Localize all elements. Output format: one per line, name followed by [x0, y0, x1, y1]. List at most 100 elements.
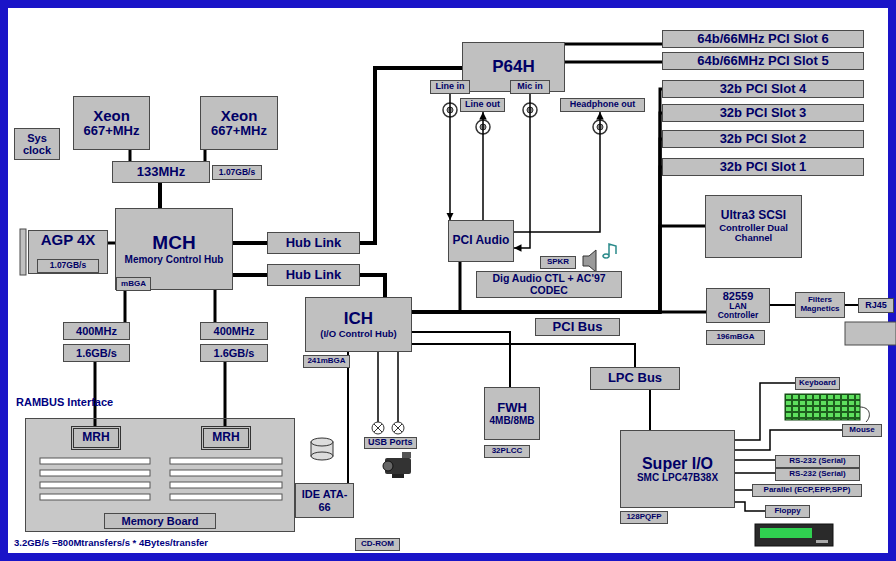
component-box: PCI Bus [535, 318, 620, 336]
component-box: Line out [460, 98, 505, 112]
bus-line [347, 352, 349, 483]
component-box: Memory BoardMRHMRH [25, 418, 295, 532]
bus-line [360, 68, 462, 243]
component-box: Xeon667+MHz [200, 96, 278, 150]
box-text: (I/O Control Hub) [320, 329, 397, 339]
box-text: Filters Magnetics [798, 296, 842, 314]
component-box: Parallel (ECP,EPP,SPP) [752, 484, 862, 497]
component-box: LPC Bus [590, 367, 680, 390]
component-box: Hub Link [267, 264, 360, 286]
bus-line [214, 290, 217, 322]
box-text: 400MHz [214, 325, 255, 337]
component-box: Dig Audio CTL + AC'97 CODEC [476, 271, 622, 298]
bus-line [360, 275, 385, 297]
component-box: Sys clock [14, 128, 60, 160]
bus-line [204, 150, 207, 161]
component-box: MCHMemory Control HubmBGA [115, 208, 233, 290]
bus-line [233, 273, 267, 277]
bus-line [735, 383, 795, 440]
bus-line [233, 241, 267, 245]
component-box: RJ45 [858, 298, 894, 313]
box-text: Xeon [221, 108, 258, 125]
box-text: 1.07GB/s [219, 168, 255, 177]
music-note [603, 244, 616, 258]
box-text: 32b PCI Slot 4 [720, 82, 807, 96]
label-holder: RAMBUS Interface [16, 396, 113, 408]
component-box: Mic in [510, 80, 550, 94]
bus-line [412, 332, 510, 387]
bus-line [124, 290, 127, 322]
component-box: 32b PCI Slot 2 [662, 130, 864, 148]
box-text: 1.6GB/s [214, 347, 255, 359]
bus-line [412, 344, 635, 367]
component-box: ICH(I/O Control Hub) [305, 297, 412, 352]
component-box: SPKR [540, 256, 576, 269]
bus-line [158, 183, 162, 208]
component-box: Line in [430, 80, 470, 94]
bus-line [735, 472, 775, 474]
box-text: 667+MHz [211, 124, 267, 138]
component-box: Floppy [765, 505, 810, 518]
component-box: Headphone out [560, 98, 645, 112]
box-text: MCH [152, 233, 195, 254]
box-text: 82559 [723, 290, 754, 302]
box-text: 32b PCI Slot 2 [720, 132, 807, 146]
box-text: Mic in [517, 82, 543, 92]
component-box: FWH4MB/8MB [484, 387, 540, 440]
box-text: LPC Bus [608, 371, 662, 385]
keyboard-cable [860, 407, 869, 422]
component-box: 1.07GB/s [212, 165, 262, 180]
box-text: LAN Controller [709, 302, 767, 321]
box-text: 32b PCI Slot 1 [720, 160, 807, 174]
box-text: 133MHz [137, 165, 185, 179]
box-text: MRH [212, 431, 239, 444]
box-text: 32PLCC [492, 447, 523, 456]
box-text: Line out [465, 100, 500, 110]
box-text: IDE ATA-66 [298, 488, 351, 512]
component-box: 1.6GB/s [200, 344, 268, 362]
component-box: IDE ATA-66 [295, 483, 354, 518]
box-text: Memory Board [104, 513, 215, 529]
note-label: RAMBUS Interface [16, 396, 113, 408]
bus-line [735, 430, 842, 450]
box-text: Dig Audio CTL + AC'97 CODEC [479, 273, 619, 296]
component-box: 32b PCI Slot 4 [662, 80, 864, 98]
component-box: MRH [201, 426, 251, 450]
box-text: P64H [492, 58, 535, 77]
component-box: 241mBGA [303, 355, 350, 368]
bus-line [514, 112, 600, 232]
component-box: 64b/66MHz PCI Slot 6 [662, 30, 864, 48]
speaker-icon [583, 250, 596, 272]
box-text: Ultra3 SCSI [721, 209, 786, 222]
bus-line [224, 362, 227, 426]
box-text: PCI Bus [553, 320, 603, 334]
box-text: CD-ROM [361, 540, 394, 549]
box-text: 1.6GB/s [76, 347, 117, 359]
box-text: 128PQFP [626, 513, 661, 522]
box-text: RS-232 (Serial) [789, 470, 845, 479]
component-box: 82559LAN Controller [706, 288, 770, 323]
box-text: RS-232 (Serial) [789, 457, 845, 466]
component-box: PCI Audio [448, 220, 514, 262]
component-box: CD-ROM [355, 538, 400, 551]
component-box: 196mBGA [706, 330, 765, 345]
component-box: 1.6GB/s [63, 344, 130, 362]
component-box: 128PQFP [620, 511, 668, 524]
camcorder-icon [383, 452, 411, 478]
component-box: Filters Magnetics [795, 292, 845, 318]
component-box: 64b/66MHz PCI Slot 5 [662, 52, 864, 70]
component-box: 32b PCI Slot 3 [662, 104, 864, 122]
box-text: Xeon [93, 108, 130, 125]
memory-slots [40, 458, 282, 500]
bus-line [845, 304, 858, 306]
bus-line [449, 94, 451, 220]
bus-line [565, 61, 662, 64]
bus-line [412, 226, 705, 312]
component-box: 32b PCI Slot 1 [662, 158, 864, 176]
component-box: 32PLCC [484, 445, 530, 458]
agp-connector [20, 229, 26, 275]
box-text: mBGA [121, 280, 146, 289]
label-holder: 3.2GB/s =800Mtransfers/s * 4Bytes/transf… [14, 538, 208, 548]
